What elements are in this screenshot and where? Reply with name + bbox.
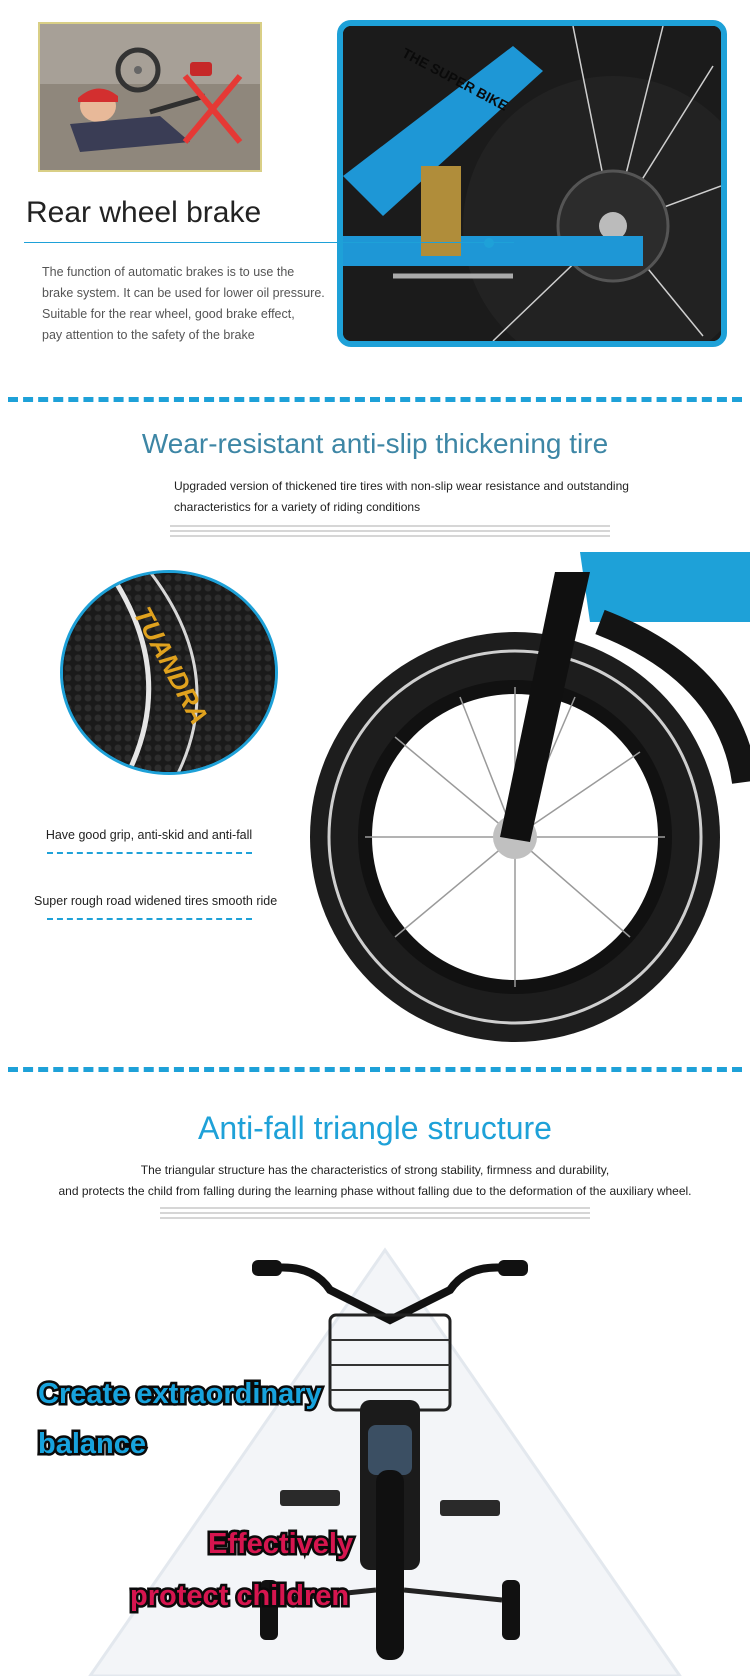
- subtitle-line: Upgraded version of thickened tire tires…: [174, 479, 629, 493]
- balance-overlay-line: balance: [36, 1426, 149, 1463]
- rear-brake-photo: THE SUPER BIKE: [337, 20, 727, 347]
- section-divider: [8, 1067, 742, 1072]
- triangle-subtitle: The triangular structure has the charact…: [0, 1160, 750, 1202]
- feature-label: Have good grip, anti-skid and anti-fall: [45, 828, 253, 842]
- subtitle-line: characteristics for a variety of riding …: [174, 500, 421, 514]
- fine-print: [160, 1204, 590, 1224]
- subtitle-line: and protects the child from falling duri…: [58, 1184, 692, 1198]
- front-wheel-photo: [300, 552, 750, 1047]
- tire-section-title: Wear-resistant anti-slip thickening tire: [141, 428, 609, 459]
- balance-overlay-line: Create extraordinary: [36, 1376, 325, 1413]
- fallen-child-photo: [38, 22, 262, 172]
- subtitle-line: The triangular structure has the charact…: [140, 1163, 610, 1177]
- section-divider: [8, 397, 742, 402]
- protect-overlay-line: Effectively: [205, 1526, 355, 1563]
- tire-closeup: TUANDRA: [60, 570, 278, 775]
- callout-line: [24, 242, 514, 243]
- description-line: brake system. It can be used for lower o…: [42, 286, 325, 300]
- rear-brake-heading: Rear wheel brake: [26, 196, 262, 229]
- bike-front-view: [200, 1230, 580, 1675]
- feature-grip: Have good grip, anti-skid and anti-fall: [34, 828, 264, 854]
- protect-overlay-line: protect children: [127, 1578, 351, 1615]
- description-line: pay attention to the safety of the brake: [42, 328, 255, 342]
- feature-label: Super rough road widened tires smooth ri…: [34, 894, 278, 908]
- feature-underline: [46, 918, 252, 920]
- triangle-section-title: Anti-fall triangle structure: [198, 1110, 552, 1146]
- description-line: The function of automatic brakes is to u…: [42, 265, 295, 279]
- rear-brake-description: The function of automatic brakes is to u…: [42, 262, 342, 346]
- tire-subtitle: Upgraded version of thickened tire tires…: [174, 476, 654, 518]
- feature-underline: [46, 852, 252, 854]
- callout-dot: [484, 238, 494, 248]
- fine-print: [170, 522, 610, 542]
- description-line: Suitable for the rear wheel, good brake …: [42, 307, 295, 321]
- feature-rough-road: Super rough road widened tires smooth ri…: [34, 894, 278, 920]
